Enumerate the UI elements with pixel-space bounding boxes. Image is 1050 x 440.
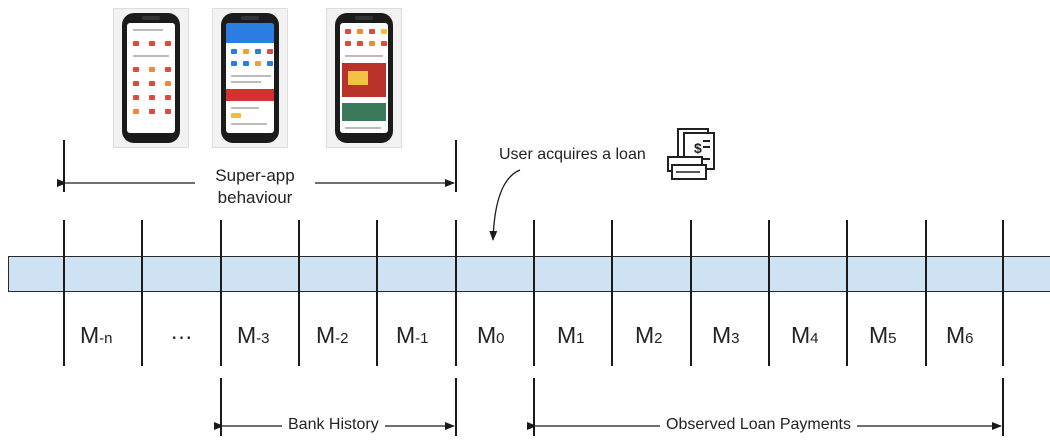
month-label: M-1 [396,322,429,349]
tick-mark [846,220,848,366]
tick-mark [533,220,535,366]
month-base: M [477,322,497,348]
phone-screenshot-icon [326,8,402,148]
month-sub: 4 [810,330,819,347]
month-sub: 5 [888,330,897,347]
month-sub: 3 [731,330,740,347]
loan-pointer-arrow [489,169,521,241]
month-label: M2 [635,322,663,349]
tick-mark [376,220,378,366]
month-sub: 6 [965,330,974,347]
bank-history-start-tick [220,378,222,436]
month-label: M-n [80,322,113,349]
month-base: … [170,318,193,344]
tick-mark [1002,220,1004,366]
loan-event-label: User acquires a loan [499,146,646,164]
month-base: M [80,322,100,348]
super-app-label-line2: behaviour [217,188,293,207]
month-sub: -n [99,330,113,347]
bank-history-end-tick [455,378,457,436]
tick-mark [768,220,770,366]
month-base: M [557,322,577,348]
month-sub: 2 [654,330,663,347]
loan-payments-start-tick [533,378,535,436]
loan-payments-end-tick [1002,378,1004,436]
svg-text:$: $ [694,140,702,156]
month-sub: 1 [576,330,585,347]
bank-history-label: Bank History [282,416,385,434]
month-sub: -1 [415,330,429,347]
month-label: … [170,318,193,345]
month-base: M [316,322,336,348]
month-label: M5 [869,322,897,349]
month-label: M-3 [237,322,270,349]
tick-mark [611,220,613,366]
month-base: M [635,322,655,348]
month-label: M4 [791,322,819,349]
timeline-band [8,256,1050,292]
month-label: M3 [712,322,740,349]
phone-screenshot-icon [212,8,288,148]
month-base: M [396,322,416,348]
month-label: M6 [946,322,974,349]
month-sub: -2 [335,330,349,347]
tick-mark [63,220,65,366]
tick-mark [141,220,143,366]
month-label: M-2 [316,322,349,349]
month-base: M [237,322,257,348]
phone-screenshot-icon [113,8,189,148]
loan-documents-icon: $ [667,128,715,180]
tick-mark [690,220,692,366]
observed-payments-label: Observed Loan Payments [660,416,857,434]
month-label: M1 [557,322,585,349]
tick-mark [220,220,222,366]
super-app-label-line1: Super-app [215,166,295,185]
super-app-start-tick [63,140,65,192]
super-app-label: Super-app behaviour [195,165,315,209]
month-sub: -3 [256,330,270,347]
tick-mark [925,220,927,366]
month-base: M [869,322,889,348]
month-label: M0 [477,322,505,349]
month-sub: 0 [496,330,505,347]
tick-mark [298,220,300,366]
super-app-end-tick [455,140,457,192]
tick-mark [455,220,457,366]
month-base: M [791,322,811,348]
month-base: M [946,322,966,348]
month-base: M [712,322,732,348]
